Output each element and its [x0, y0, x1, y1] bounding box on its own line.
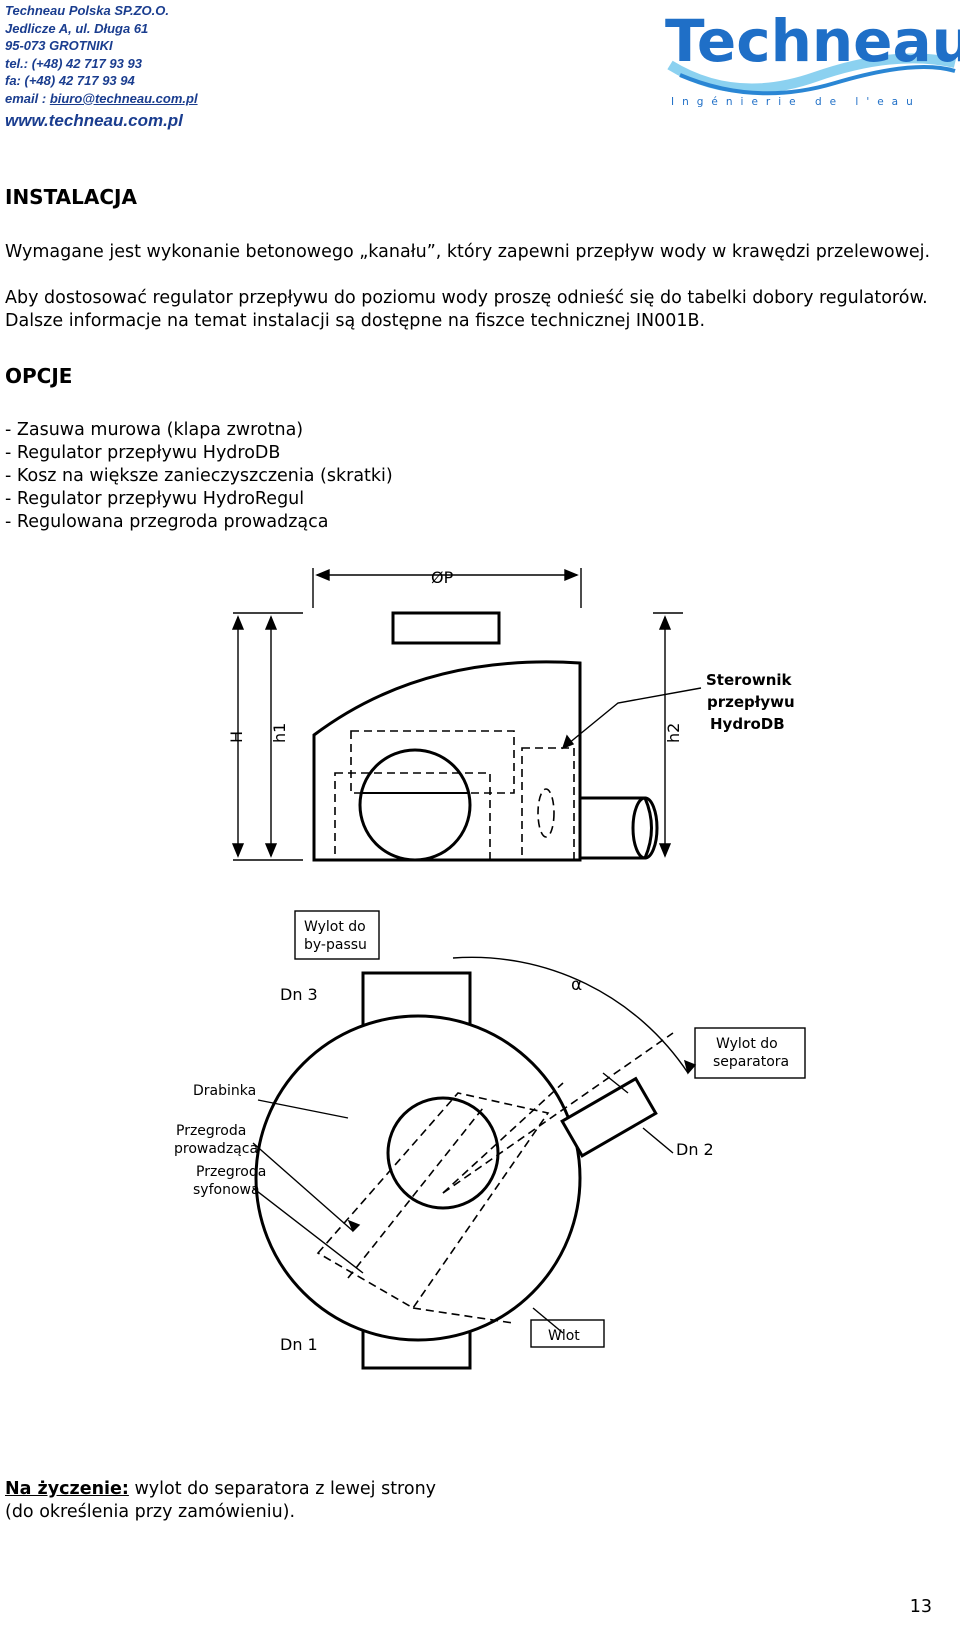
- label-przegroda-prowadzaca: Przegroda: [176, 1123, 246, 1139]
- page-number: 13: [909, 1597, 932, 1617]
- options-list: - Zasuwa murowa (klapa zwrotna) - Regula…: [5, 419, 393, 534]
- label-wylot-separator: Wylot do: [716, 1036, 778, 1052]
- label-przegroda-syfonowa: Przegroda: [196, 1164, 266, 1180]
- email-link[interactable]: biuro@techneau.com.pl: [49, 90, 198, 106]
- list-item: - Regulator przepływu HydroDB: [5, 443, 281, 463]
- section-heading-install: INSTALACJA: [5, 185, 137, 209]
- phone: tel.: (+48) 42 717 93 93: [5, 55, 142, 71]
- label-dn2: Dn 2: [676, 1140, 714, 1159]
- note-line-1: Na życzenie: wylot do separatora z lewej…: [5, 1479, 437, 1499]
- note-line-2: (do określenia przy zamówieniu).: [5, 1502, 296, 1522]
- plan-labels: Wylot do by-passu Dn 3 α Wylot do separa…: [174, 919, 789, 1354]
- svg-text:prowadząca: prowadząca: [174, 1141, 258, 1157]
- logo-tagline: Ingénierie de l'eau: [671, 96, 921, 108]
- label-dn1: Dn 1: [280, 1335, 318, 1354]
- dimension-label-h1: h1: [270, 723, 289, 743]
- svg-text:by-passu: by-passu: [304, 937, 367, 953]
- side-view-hidden-lines: [334, 730, 575, 861]
- note-label: Na życzenie:: [5, 1479, 129, 1499]
- svg-text:syfonowa: syfonowa: [193, 1182, 260, 1198]
- logo-wordmark: Techneau: [665, 7, 960, 75]
- plan-leader-lines: [252, 956, 697, 1334]
- label-wylot-bypass: Wylot do: [304, 919, 366, 935]
- section-heading-options: OPCJE: [5, 364, 73, 388]
- plan-view: [254, 971, 658, 1370]
- label-drabinka: Drabinka: [193, 1083, 256, 1099]
- svg-text:separatora: separatora: [713, 1054, 789, 1070]
- svg-text:przepływu: przepływu: [707, 693, 795, 711]
- technical-drawing: ØP H h1 h2 Sterownik przepływu HydroDB: [174, 568, 806, 1370]
- install-paragraph-1: Wymagane jest wykonanie betonowego „kana…: [5, 242, 931, 262]
- company-name: Techneau Polska SP.ZO.O.: [5, 3, 170, 18]
- list-item: - Kosz na większe zanieczyszczenia (skra…: [5, 466, 393, 486]
- list-item: - Regulowana przegroda prowadząca: [5, 512, 329, 532]
- dimension-label-p: ØP: [431, 568, 454, 587]
- list-item: - Zasuwa murowa (klapa zwrotna): [5, 420, 304, 440]
- side-view: [312, 611, 659, 862]
- dimension-lines: [231, 568, 702, 861]
- label-sterownik: Sterownik przepływu HydroDB: [706, 671, 795, 733]
- svg-text:Sterownik: Sterownik: [706, 671, 793, 689]
- dimension-label-h2: h2: [664, 723, 683, 743]
- address-line-2: 95-073 GROTNIKI: [5, 38, 113, 53]
- order-note: Na życzenie: wylot do separatora z lewej…: [5, 1478, 436, 1524]
- list-item: - Regulator przepływu HydroRegul: [5, 489, 305, 509]
- label-dn3: Dn 3: [280, 985, 318, 1004]
- label-alpha: α: [571, 975, 582, 995]
- dimension-label-H: H: [227, 731, 246, 743]
- fax: fa: (+48) 42 717 93 94: [5, 73, 135, 88]
- plan-label-boxes: [294, 910, 806, 1348]
- techneau-logo: Techneau Ingénierie de l'eau: [665, 7, 960, 108]
- contact-block: Techneau Polska SP.ZO.O. Jedlicze A, ul.…: [5, 2, 198, 133]
- email-line: email : biuro@techneau.com.pl: [5, 90, 198, 106]
- address-line-1: Jedlicze A, ul. Długa 61: [5, 20, 149, 36]
- svg-text:HydroDB: HydroDB: [710, 715, 785, 733]
- label-wlot: Wlot: [548, 1328, 580, 1344]
- plan-view-hidden-lines: [316, 1032, 674, 1324]
- website-link[interactable]: www.techneau.com.pl: [5, 111, 183, 130]
- install-paragraph-2: Aby dostosować regulator przepływu do po…: [5, 288, 928, 331]
